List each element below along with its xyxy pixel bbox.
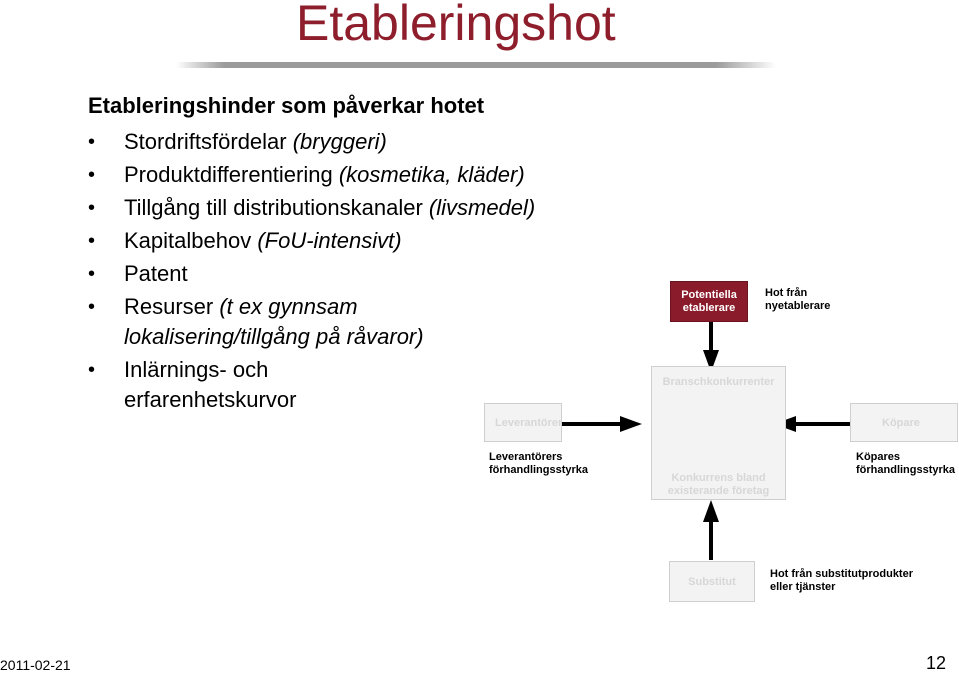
industry-competitors-label: Branschkonkurrenter	[662, 376, 775, 388]
bullet-text: Produktdifferentiering	[124, 162, 339, 187]
buyer-power-label: Köpares förhandlingsstyrka	[856, 451, 956, 476]
bullet-item: Tillgång till distributionskanaler (livs…	[88, 193, 644, 223]
bullet-item: Stordriftsfördelar (bryggeri)	[88, 127, 544, 157]
bullet-item: Kapitalbehov (FoU-intensivt)	[88, 226, 544, 256]
suppliers-box: Leverantörer	[484, 403, 562, 442]
arrowhead-substitute	[703, 500, 719, 522]
substitute-box: Substitut	[669, 561, 755, 602]
bullet-example: (t ex gynnsam lokalisering/tillgång på r…	[124, 294, 424, 349]
bullet-example: (FoU-intensivt)	[257, 228, 402, 253]
threat-substitute-label: Hot från substitutprodukter eller tjänst…	[770, 568, 913, 593]
suppliers-label: Leverantörer	[495, 417, 563, 429]
supplier-power-label: Leverantörers förhandlingsstyrka	[489, 451, 589, 476]
bullet-item: Produktdifferentiering (kosmetika, kläde…	[88, 160, 604, 190]
slide-date: 2011-02-21	[0, 657, 71, 673]
title-underline	[176, 62, 776, 68]
substitute-label: Substitut	[688, 576, 736, 588]
slide-number: 12	[926, 653, 947, 673]
bullet-text: Tillgång till distributionskanaler	[124, 195, 429, 220]
bullet-item: Inlärnings- och erfarenhetskurvor	[88, 355, 354, 415]
industry-competitors-box: Branschkonkurrenter Konkurrens bland exi…	[651, 366, 786, 500]
potential-entrants-label: Potentiella etablerare	[681, 289, 737, 314]
buyers-label: Köpare	[882, 417, 920, 429]
bullet-example: (livsmedel)	[428, 195, 536, 220]
buyers-box: Köpare	[850, 403, 958, 442]
bullet-example: (bryggeri)	[292, 129, 387, 154]
rivalry-label: Konkurrens bland existerande företag	[667, 472, 770, 497]
slide-title: Etableringshot	[296, 0, 616, 51]
bullet-item: Patent	[88, 259, 544, 289]
arrowhead-suppliers	[620, 416, 642, 432]
bullet-item: Resurser (t ex gynnsam lokalisering/till…	[88, 292, 474, 352]
bullet-text: Inlärnings- och erfarenhetskurvor	[124, 357, 297, 412]
bullet-list: Stordriftsfördelar (bryggeri) Produktdif…	[88, 127, 644, 418]
bullet-text: Kapitalbehov	[124, 228, 258, 253]
slide-heading: Etableringshinder som påverkar hotet	[88, 93, 485, 118]
threat-new-entrants-label: Hot från nyetablerare	[765, 287, 831, 312]
bullet-text: Patent	[124, 261, 188, 286]
bullet-example: (kosmetika, kläder)	[338, 162, 525, 187]
potential-entrants-box: Potentiella etablerare	[670, 281, 748, 322]
bullet-text: Stordriftsfördelar	[124, 129, 293, 154]
bullet-text: Resurser	[124, 294, 220, 319]
